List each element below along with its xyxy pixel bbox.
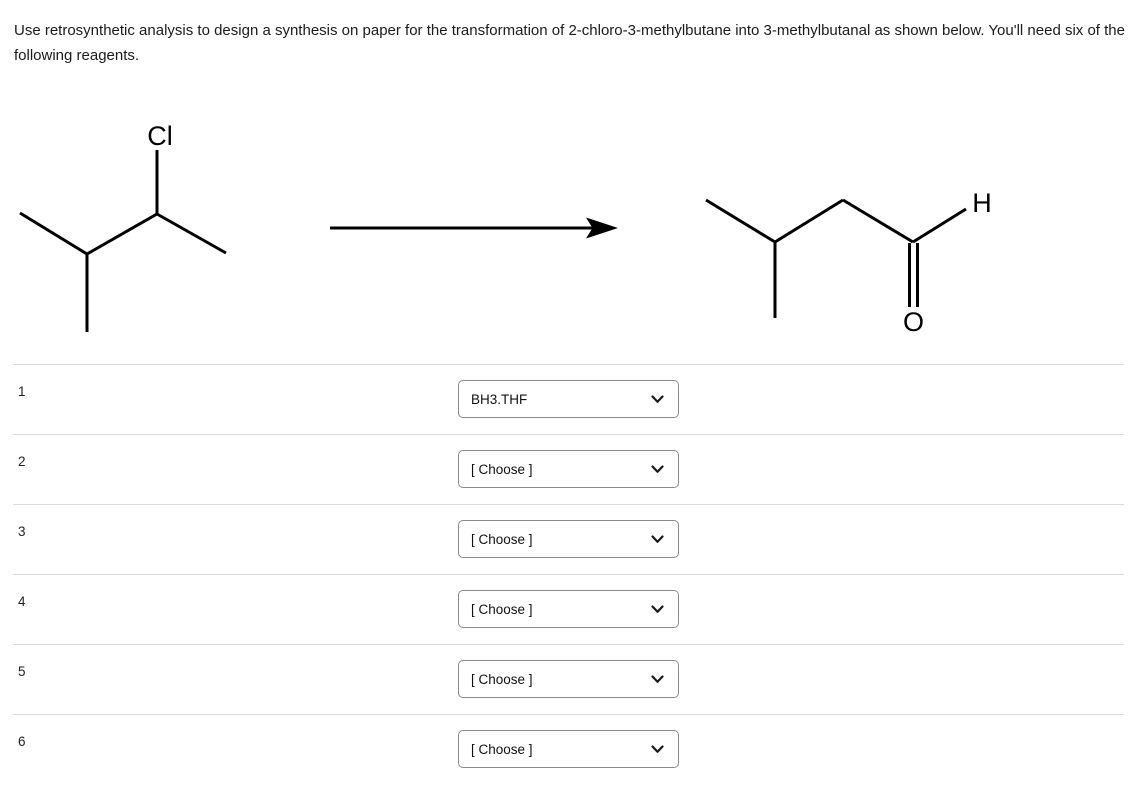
reaction-arrow xyxy=(330,217,618,239)
reagent-select-3[interactable]: [ Choose ] xyxy=(458,520,679,558)
select-value: [ Choose ] xyxy=(471,461,533,477)
h-label: H xyxy=(972,188,992,218)
chevron-down-icon xyxy=(651,394,664,403)
reagent-row-1: 1 BH3.THF xyxy=(0,364,1138,434)
reagent-row-4: 4 [ Choose ] xyxy=(0,574,1138,644)
reagent-select-1[interactable]: BH3.THF xyxy=(458,380,679,418)
row-number: 2 xyxy=(18,454,26,469)
bond xyxy=(86,212,158,256)
bond xyxy=(156,212,227,255)
chevron-down-icon xyxy=(651,744,664,753)
row-number: 3 xyxy=(18,524,26,539)
chevron-down-icon xyxy=(651,464,664,473)
select-value: [ Choose ] xyxy=(471,741,533,757)
bond xyxy=(912,207,967,244)
row-number: 4 xyxy=(18,594,26,609)
bond xyxy=(19,211,88,256)
reagent-row-3: 3 [ Choose ] xyxy=(0,504,1138,574)
chevron-down-icon xyxy=(651,604,664,613)
reagent-select-4[interactable]: [ Choose ] xyxy=(458,590,679,628)
reagent-select-2[interactable]: [ Choose ] xyxy=(458,450,679,488)
reagent-row-5: 5 [ Choose ] xyxy=(0,644,1138,714)
product-structure: H O xyxy=(705,188,992,337)
o-label: O xyxy=(903,307,924,337)
chevron-down-icon xyxy=(651,674,664,683)
select-value: [ Choose ] xyxy=(471,671,533,687)
cl-label: Cl xyxy=(147,121,173,151)
reagent-row-2: 2 [ Choose ] xyxy=(0,434,1138,504)
reagent-select-5[interactable]: [ Choose ] xyxy=(458,660,679,698)
reactant-structure: Cl xyxy=(19,121,227,332)
question-text: Use retrosynthetic analysis to design a … xyxy=(14,22,1125,64)
bond xyxy=(705,198,776,244)
select-value: [ Choose ] xyxy=(471,531,533,547)
reagent-row-6: 6 [ Choose ] xyxy=(0,714,1138,784)
reaction-scheme: Cl H O xyxy=(19,121,992,337)
select-value: [ Choose ] xyxy=(471,601,533,617)
select-value: BH3.THF xyxy=(471,391,528,407)
reagent-select-6[interactable]: [ Choose ] xyxy=(458,730,679,768)
bond xyxy=(842,198,914,244)
row-number: 1 xyxy=(18,384,26,399)
chevron-down-icon xyxy=(651,534,664,543)
reagent-list: 1 BH3.THF 2 [ Choose ] 3 [ Choose ] 4 [ … xyxy=(0,364,1138,784)
bond xyxy=(774,198,844,244)
row-number: 6 xyxy=(18,734,26,749)
row-number: 5 xyxy=(18,664,26,679)
